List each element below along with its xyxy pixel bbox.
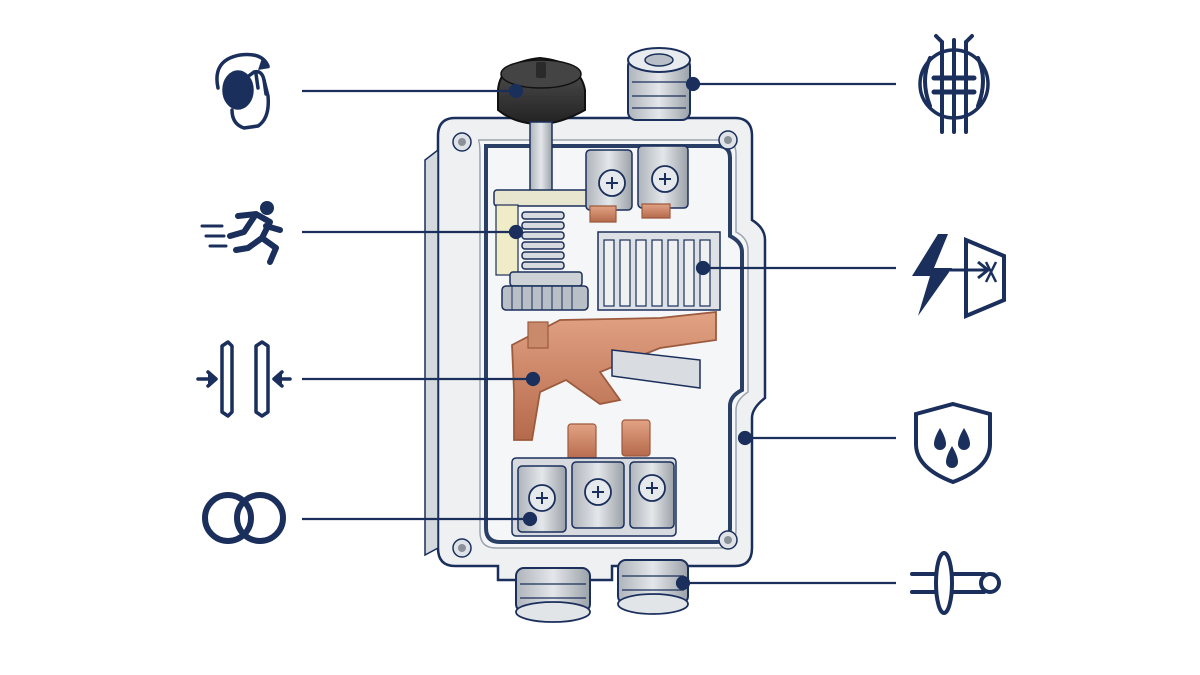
callout-line-contacts (302, 371, 541, 387)
callout-lines (302, 76, 896, 591)
callout-line-bottom-gland (675, 575, 896, 591)
bottom-terminal-block (511, 419, 677, 537)
arc-barrier-icon (912, 234, 1006, 320)
terminal-screw (584, 478, 612, 506)
arc-chute-fins (597, 231, 721, 311)
water-shield-icon (914, 401, 992, 485)
callout-line-spring (302, 224, 524, 240)
moving-contact-assembly (511, 310, 717, 441)
rotary-knob (497, 56, 586, 126)
spring-mechanism (493, 189, 589, 311)
switch-shaft (529, 121, 553, 193)
terminal-screw (651, 165, 679, 193)
terminal-screw (528, 484, 556, 512)
gear-wheel (501, 285, 589, 311)
bottom-cable-glands (515, 559, 689, 623)
cable-gland-strain-icon (918, 34, 990, 134)
terminal-screw (638, 474, 666, 502)
callout-line-terminals (302, 511, 538, 527)
corner-screw-bosses (452, 130, 738, 558)
terminal-screw (598, 169, 626, 197)
top-terminal-block (585, 145, 689, 223)
quick-action-runner-icon (200, 201, 283, 265)
cable-entry-grommet-icon (910, 551, 1001, 615)
double-ring-icon (202, 492, 286, 544)
callout-line-knob (302, 83, 524, 99)
rotary-hand-icon (215, 52, 271, 130)
top-cable-gland (627, 47, 691, 121)
contact-compression-icon (196, 340, 292, 418)
callout-line-enclosure-seal (737, 430, 896, 446)
callout-line-top-gland (685, 76, 896, 92)
callout-line-arc-chute (695, 260, 896, 276)
